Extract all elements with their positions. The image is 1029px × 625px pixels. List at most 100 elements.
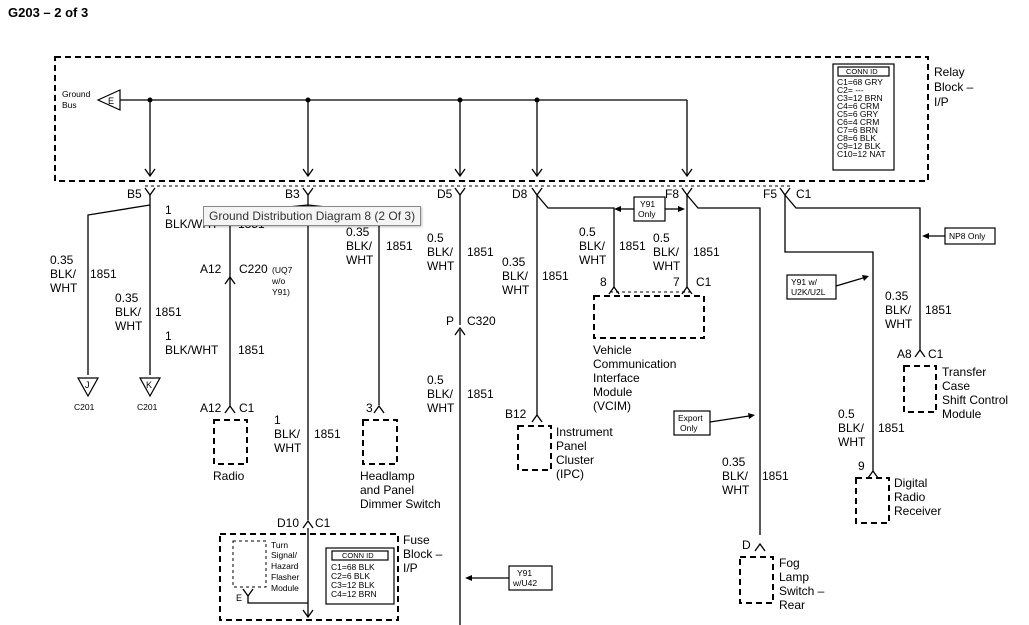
svg-text:P: P [446,314,454,328]
svg-text:C3=12 BLK: C3=12 BLK [331,580,375,590]
svg-text:C2=6 BLK: C2=6 BLK [331,571,370,581]
svg-text:Radio: Radio [894,490,926,504]
svg-text:F5: F5 [763,187,777,201]
svg-text:WHT: WHT [427,401,455,415]
svg-text:1851: 1851 [619,239,646,253]
svg-text:I/P: I/P [934,95,949,109]
svg-text:Receiver: Receiver [894,504,941,518]
svg-text:Turn: Turn [271,540,288,550]
svg-text:BLK/: BLK/ [115,305,142,319]
svg-text:C201: C201 [137,402,158,412]
svg-text:7: 7 [673,275,680,289]
svg-text:3: 3 [366,401,373,415]
svg-text:1851: 1851 [238,343,265,357]
svg-text:D8: D8 [512,187,528,201]
fuse-block: D10 C1 Fuse Block – I/P Turn Signal/ Haz… [219,516,443,621]
svg-text:Fuse: Fuse [403,533,430,547]
svg-text:Relay: Relay [934,65,965,79]
svg-text:Cluster: Cluster [556,453,594,467]
svg-text:BLK/WHT: BLK/WHT [165,343,219,357]
note-y91-u42: Y91 w/U42 [465,565,553,591]
relay-pins: B5 B3 D5 D8 F8 F5 C1 [127,187,812,201]
svg-text:C1: C1 [796,187,812,201]
svg-text:1: 1 [165,203,172,217]
svg-text:Digital: Digital [894,476,927,490]
svg-text:1851: 1851 [90,267,117,281]
svg-text:Flasher: Flasher [271,572,300,582]
svg-text:C320: C320 [467,314,496,328]
svg-text:C7=6 BRN: C7=6 BRN [837,125,878,135]
svg-text:Case: Case [942,379,970,393]
svg-text:Module: Module [593,385,633,399]
svg-text:BLK/: BLK/ [274,427,301,441]
svg-text:Bus: Bus [62,100,77,110]
headlamp-dimmer-switch: 3 Headlamp and Panel Dimmer Switch [360,401,441,511]
svg-text:E: E [236,593,242,603]
svg-text:WHT: WHT [838,435,866,449]
note-y91-only: Y91 Only [614,196,685,222]
svg-text:WHT: WHT [653,259,681,273]
ground-k: K C201 [137,377,162,412]
svg-text:BLK/: BLK/ [579,239,606,253]
svg-text:Y91): Y91) [272,287,290,297]
svg-text:F8: F8 [665,187,679,201]
svg-text:Communication: Communication [593,357,676,371]
svg-text:WHT: WHT [346,253,374,267]
svg-text:and Panel: and Panel [360,483,414,497]
note-np8-only: NP8 Only [922,227,996,245]
svg-text:Block –: Block – [403,547,443,561]
svg-text:Transfer: Transfer [942,365,986,379]
svg-text:K: K [146,380,152,390]
svg-text:J: J [85,380,90,390]
bus-drops [144,97,693,178]
svg-text:BLK/: BLK/ [427,387,454,401]
svg-text:(VCIM): (VCIM) [593,399,631,413]
svg-text:1851: 1851 [762,469,789,483]
svg-text:0.35: 0.35 [722,455,746,469]
svg-text:0.35: 0.35 [346,225,370,239]
svg-text:8: 8 [600,275,607,289]
svg-text:A8: A8 [897,347,912,361]
svg-text:WHT: WHT [50,281,78,295]
svg-text:Headlamp: Headlamp [360,469,415,483]
svg-text:WHT: WHT [579,253,607,267]
svg-text:C201: C201 [74,402,95,412]
connector-c220: A12 C220 (UQ7 w/o Y91) [200,262,293,297]
svg-text:WHT: WHT [274,441,302,455]
svg-text:Rear: Rear [779,598,805,612]
svg-text:BLK/: BLK/ [722,469,749,483]
relay-conn-id-box: CONN ID C1=68 GRY C2= --- C3=12 BRN C4=6… [832,63,895,171]
svg-text:C3=12 BRN: C3=12 BRN [837,93,883,103]
svg-text:WHT: WHT [722,483,750,497]
svg-text:1851: 1851 [878,421,905,435]
svg-text:BLK/: BLK/ [885,303,912,317]
hover-tooltip: Ground Distribution Diagram 8 (2 Of 3) [203,206,422,226]
svg-text:C1=68 BLK: C1=68 BLK [331,562,375,572]
svg-text:Signal/: Signal/ [271,550,298,560]
svg-text:1851: 1851 [925,303,952,317]
svg-text:1: 1 [274,413,281,427]
svg-text:w/o: w/o [271,276,286,286]
svg-text:WHT: WHT [885,317,913,331]
svg-text:(IPC): (IPC) [556,467,584,481]
svg-text:BLK/: BLK/ [653,245,680,259]
svg-text:A12: A12 [200,401,222,415]
svg-text:0.35: 0.35 [502,255,526,269]
svg-text:Interface: Interface [593,371,640,385]
svg-text:Only: Only [680,423,698,433]
svg-text:CONN ID: CONN ID [342,551,374,560]
svg-text:U2K/U2L: U2K/U2L [791,287,826,297]
svg-text:C1=68 GRY: C1=68 GRY [837,77,883,87]
note-y91-u2k: Y91 w/ U2K/U2L [786,274,869,300]
svg-text:Panel: Panel [556,439,587,453]
svg-text:C8=6 BLK: C8=6 BLK [837,133,876,143]
svg-text:9: 9 [858,459,865,473]
ground-bus-pin: E [108,96,114,106]
svg-text:Dimmer Switch: Dimmer Switch [360,497,441,511]
svg-text:(UQ7: (UQ7 [272,265,293,275]
svg-text:Lamp: Lamp [779,570,809,584]
svg-text:C9=12 BLK: C9=12 BLK [837,141,881,151]
svg-text:Block –: Block – [934,80,974,94]
svg-text:0.35: 0.35 [115,291,139,305]
